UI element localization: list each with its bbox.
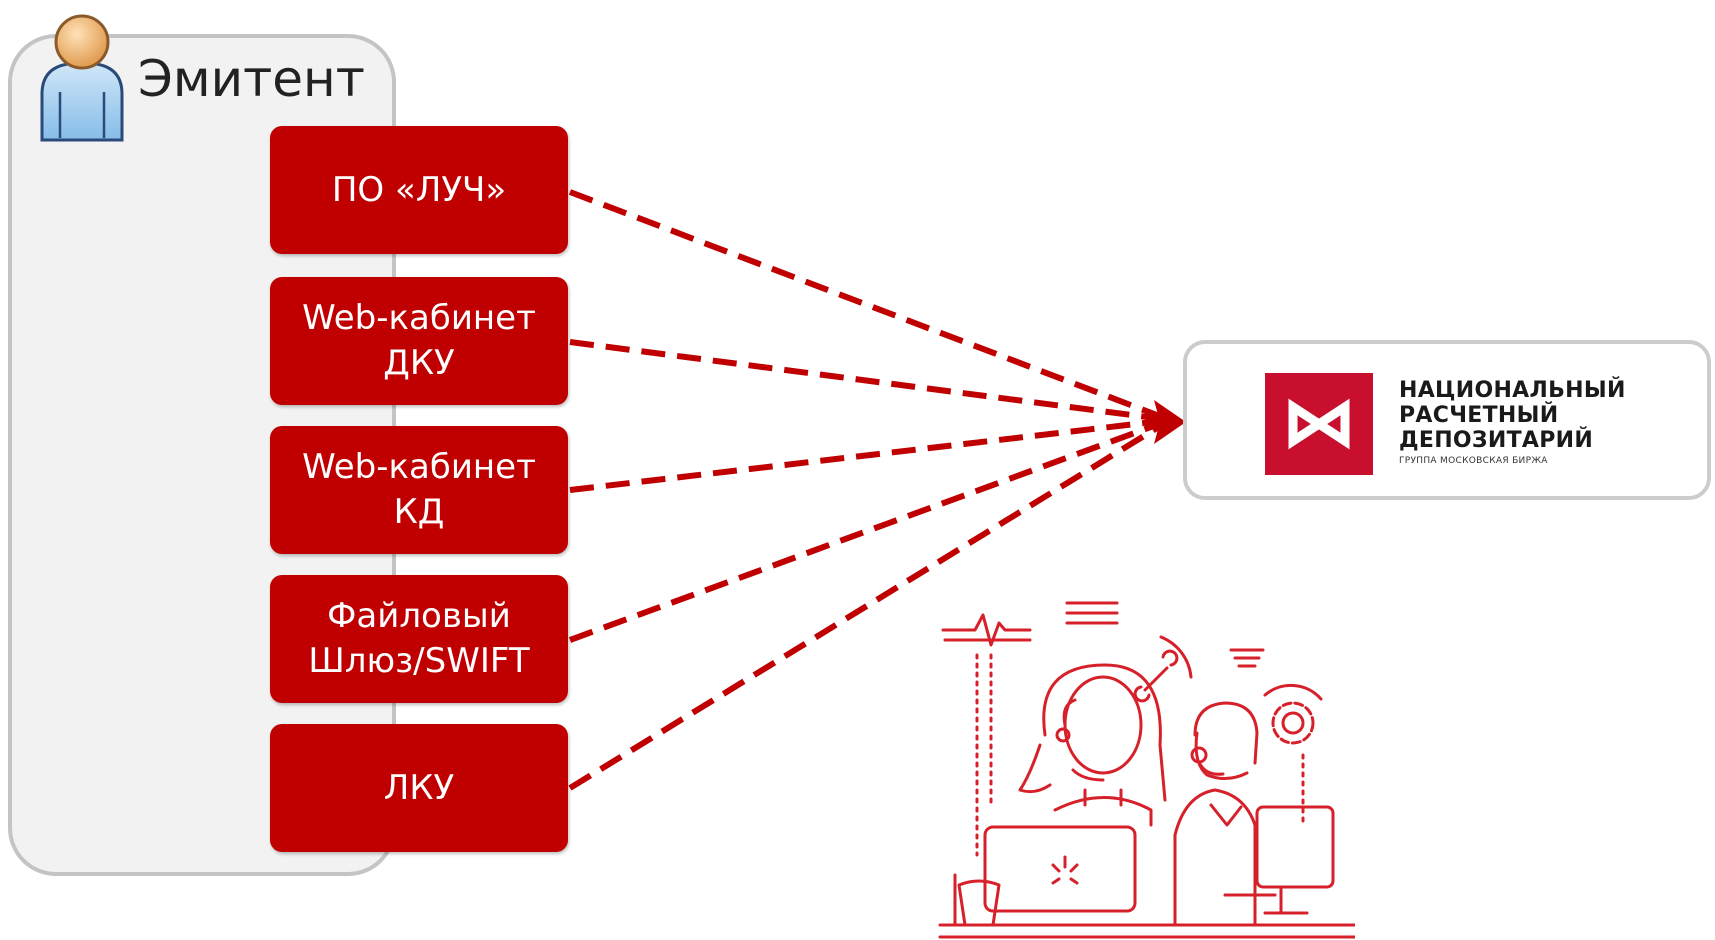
user-icon (40, 14, 124, 142)
channel-web-dku-label: Web-кабинет ДКУ (302, 298, 536, 383)
depository-name-line1: НАЦИОНАЛЬНЫЙ (1399, 378, 1626, 403)
arrow-kd (569, 417, 1171, 493)
depository-name-line3: ДЕПОЗИТАРИЙ (1399, 428, 1594, 453)
depository-name-line2: РАСЧЕТНЫЙ (1399, 403, 1559, 428)
channel-luch-label: ПО «ЛУЧ» (331, 169, 507, 210)
support-team-icon (938, 601, 1355, 939)
arrow-lku (568, 417, 1172, 791)
arrow-head (1154, 400, 1186, 444)
moex-logo-icon (1265, 373, 1373, 475)
channel-file-gateway-swift-label: Файловый Шлюз/SWIFT (308, 596, 530, 681)
channel-luch[interactable]: ПО «ЛУЧ» (270, 126, 568, 254)
channel-lku[interactable]: ЛКУ (270, 724, 568, 852)
depository-subtitle: ГРУППА МОСКОВСКАЯ БИРЖА (1399, 456, 1548, 466)
depository-logo-box[interactable]: НАЦИОНАЛЬНЫЙ РАСЧЕТНЫЙ ДЕПОЗИТАРИЙ ГРУПП… (1183, 340, 1711, 500)
depository-name: НАЦИОНАЛЬНЫЙ РАСЧЕТНЫЙ ДЕПОЗИТАРИЙ (1399, 378, 1626, 453)
channel-web-kd[interactable]: Web-кабинет КД (270, 426, 568, 554)
channel-web-dku[interactable]: Web-кабинет ДКУ (270, 277, 568, 405)
channel-file-gateway-swift[interactable]: Файловый Шлюз/SWIFT (270, 575, 568, 703)
arrow-dku (569, 339, 1171, 423)
channel-web-kd-label: Web-кабинет КД (302, 447, 536, 532)
arrow-luch (568, 189, 1172, 423)
emitter-title: Эмитент (138, 50, 365, 108)
channel-lku-label: ЛКУ (383, 767, 455, 808)
